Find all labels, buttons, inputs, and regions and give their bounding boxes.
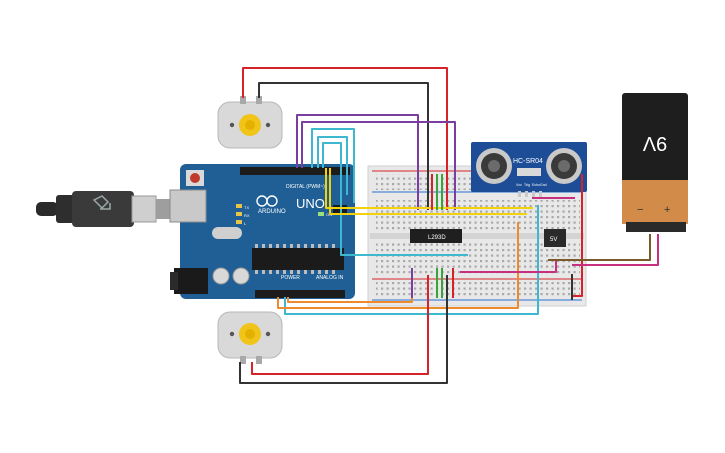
sensor-model-label: HC-SR04 — [513, 158, 543, 165]
battery-9v[interactable]: 9V − + — [622, 93, 688, 232]
sensor-pin-trig: Trig — [524, 183, 530, 187]
wire-magenta[interactable] — [572, 234, 659, 266]
wire-red[interactable] — [572, 174, 583, 297]
wire-orange[interactable] — [277, 222, 519, 309]
regulator-label: 5V — [550, 237, 557, 243]
dc-motor-top[interactable] — [217, 96, 283, 149]
sensor-pin-echo: Echo — [532, 183, 540, 187]
led-tx-label: TX — [244, 205, 249, 210]
wire-black[interactable] — [239, 275, 448, 384]
battery-plus-label: + — [664, 204, 670, 216]
wire-teal[interactable] — [317, 136, 348, 195]
led-rx-label: RX — [244, 213, 250, 218]
wire-purple[interactable] — [301, 121, 456, 210]
hc-sr04-ultrasonic-sensor[interactable]: HC-SR04 Vcc Trig Echo Gnd — [471, 142, 587, 197]
wire-teal[interactable] — [311, 128, 355, 203]
arduino-model-label: UNO — [296, 196, 325, 211]
sensor-pin-vcc: Vcc — [516, 183, 522, 187]
battery-voltage-label: 9V — [642, 132, 667, 154]
wire-red[interactable] — [251, 275, 429, 375]
analog-header-label: ANALOG IN — [316, 275, 344, 281]
arduino-brand-label: ARDUINO — [258, 209, 286, 215]
digital-header-label: DIGITAL (PWM~) — [286, 184, 325, 190]
l293d-driver-chip[interactable]: L293D — [410, 229, 462, 243]
usb-cable — [36, 191, 182, 227]
wire-magenta[interactable] — [460, 260, 557, 273]
sensor-pin-gnd: Gnd — [540, 183, 547, 187]
wire-yellow[interactable] — [325, 168, 533, 209]
arduino-logo — [256, 195, 278, 207]
battery-minus-label: − — [637, 204, 643, 216]
wire-black[interactable] — [258, 82, 429, 210]
power-header-label: POWER — [281, 275, 300, 281]
wires — [239, 67, 659, 384]
wire-red[interactable] — [242, 67, 448, 210]
voltage-regulator[interactable]: 5V — [544, 229, 566, 247]
wire-brown[interactable] — [548, 234, 651, 261]
arduino-uno-board[interactable]: ARDUINO UNO DIGITAL (PWM~) POWER ANALOG … — [169, 164, 355, 299]
wire-teal[interactable] — [284, 205, 539, 315]
led-on-label: ON — [326, 212, 332, 217]
led-l-label: L — [244, 221, 247, 226]
wire-teal[interactable] — [322, 142, 468, 256]
dc-motor-bottom[interactable] — [217, 311, 283, 364]
l293d-chip-label: L293D — [428, 235, 446, 241]
wire-purple[interactable] — [296, 114, 419, 210]
wire-yellow[interactable] — [329, 168, 527, 215]
